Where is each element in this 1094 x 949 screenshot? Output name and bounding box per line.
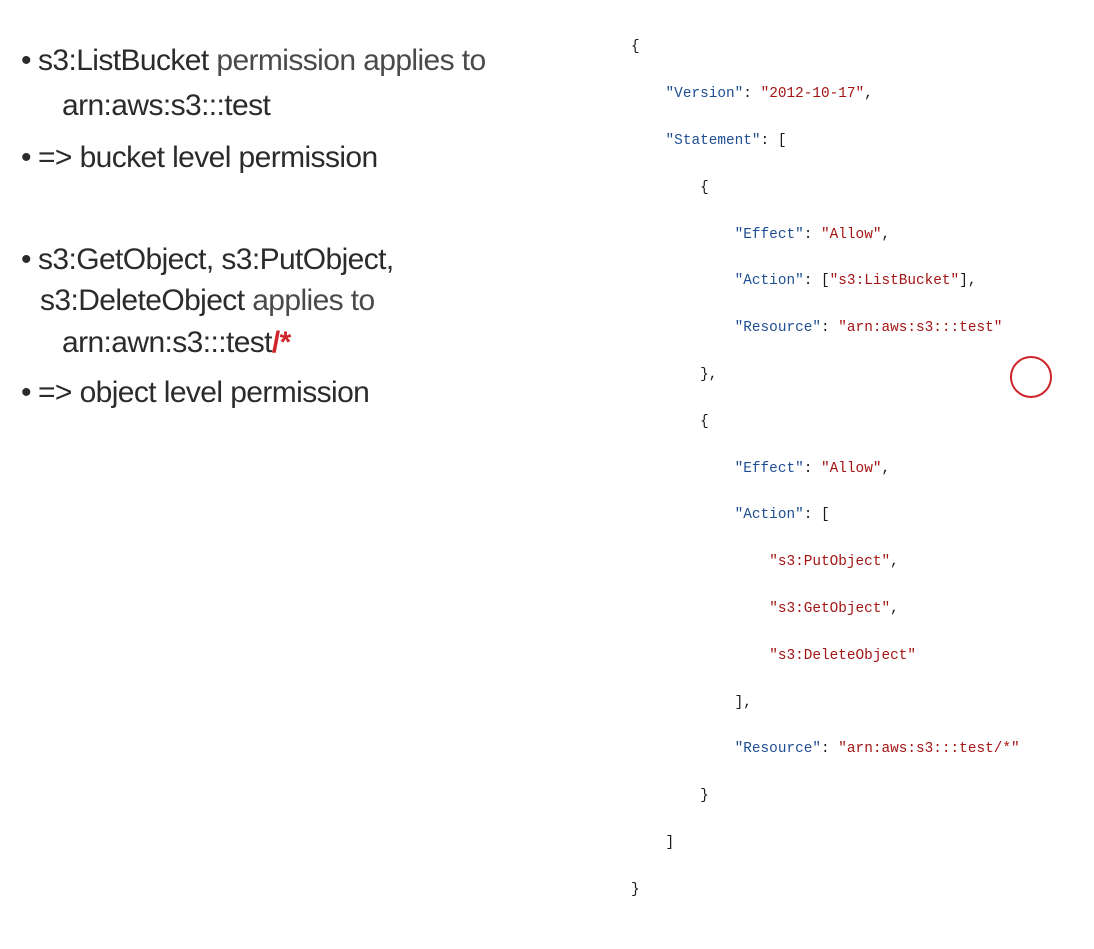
object-level-text: => object level permission xyxy=(38,376,370,409)
policy-json-code: { "Version": "2012-10-17", "Statement": … xyxy=(631,13,1020,949)
code-line: "Resource": "arn:aws:s3:::test/*" xyxy=(734,741,1020,758)
code-line: { xyxy=(631,39,640,56)
code-line: ] xyxy=(665,834,675,851)
bucket-arn-text: arn:aws:s3:::test xyxy=(62,89,271,122)
code-line: "Effect": "Allow", xyxy=(734,460,891,477)
applies-to-text: applies to xyxy=(244,284,375,317)
code-line: "Statement": [ xyxy=(665,133,787,149)
bullet-list: • s3:ListBucket permission applies to ar… xyxy=(0,0,600,477)
code-line: "s3:DeleteObject" xyxy=(769,647,916,664)
object-arn-text: arn:awn:s3:::test xyxy=(62,326,273,359)
list-bucket-action-text: s3:ListBucket xyxy=(38,44,209,77)
code-line: }, xyxy=(700,366,718,383)
delete-object-text: s3:DeleteObject xyxy=(40,284,245,317)
code-line: "Resource": "arn:aws:s3:::test" xyxy=(734,320,1003,337)
code-line: { xyxy=(700,413,709,430)
slide: • s3:ListBucket permission applies to ar… xyxy=(0,0,1052,898)
code-line: "Action": [ xyxy=(734,507,830,524)
permission-applies-text: permission applies to xyxy=(208,44,486,77)
code-line: } xyxy=(700,788,709,805)
bullet-dot: • xyxy=(21,243,32,276)
bullet-dot: • xyxy=(21,44,32,77)
code-line: "Effect": "Allow", xyxy=(734,226,891,243)
wildcard-suffix: /* xyxy=(271,326,291,359)
bucket-level-text: => bucket level permission xyxy=(38,141,378,174)
code-line: "s3:GetObject", xyxy=(769,600,899,617)
code-line: { xyxy=(700,179,709,196)
bullet-dot: • xyxy=(21,141,32,174)
code-line: } xyxy=(631,881,640,898)
object-actions-text: s3:GetObject, s3:PutObject, xyxy=(38,243,394,276)
code-line: "Action": ["s3:ListBucket"], xyxy=(734,273,977,290)
code-line: ], xyxy=(734,694,752,711)
code-line: "Version": "2012-10-17", xyxy=(665,86,873,103)
bullet-dot: • xyxy=(21,376,32,409)
highlight-circle xyxy=(1010,356,1052,398)
code-line: "s3:PutObject", xyxy=(769,554,899,571)
